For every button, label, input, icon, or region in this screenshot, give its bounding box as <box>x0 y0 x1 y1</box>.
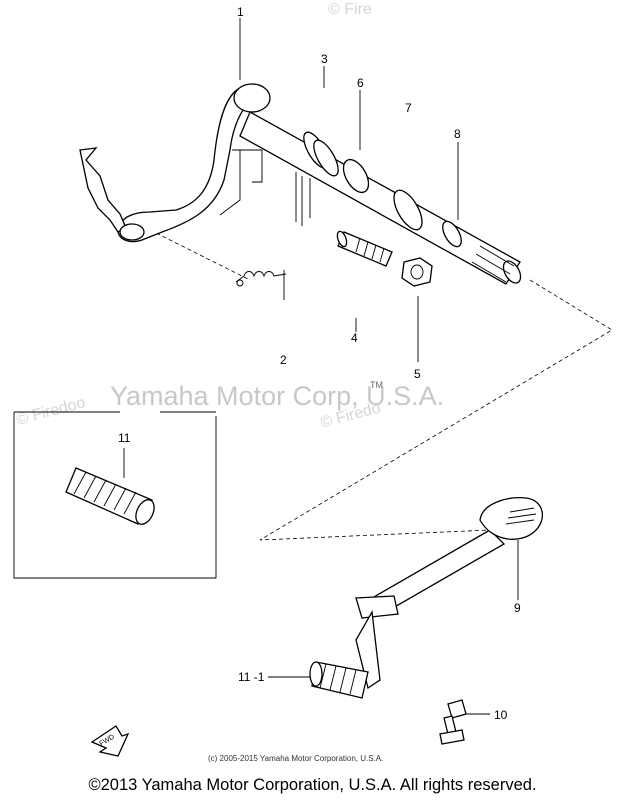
callout-11-1: 11 -1 <box>238 670 265 684</box>
callout-9: 9 <box>514 601 521 615</box>
connection-lines <box>149 229 613 541</box>
inner-copyright: (c) 2005-2015 Yamaha Motor Corporation, … <box>208 754 383 763</box>
callout-1: 1 <box>237 5 244 19</box>
copyright-footer: ©2013 Yamaha Motor Corporation, U.S.A. A… <box>88 776 537 794</box>
leader-lines <box>123 18 519 715</box>
callout-8: 8 <box>454 127 461 141</box>
fwd-arrow-icon: FWD <box>90 725 130 757</box>
shift-shaft-arm <box>79 83 271 243</box>
watermark-top-right: © Fire <box>328 1 372 18</box>
watermark-left: © Firedoo <box>15 394 88 429</box>
return-spring <box>235 271 287 287</box>
shift-shaft <box>239 111 522 285</box>
nut <box>401 257 433 287</box>
trademark-mark: TM <box>370 380 383 390</box>
inset-box <box>13 411 217 579</box>
callout-3: 3 <box>321 52 328 66</box>
pedal-rubber <box>309 661 369 699</box>
footpeg-rubber <box>65 467 155 525</box>
shift-pedal <box>355 497 544 690</box>
callout-4: 4 <box>351 331 358 345</box>
callout-10: 10 <box>494 708 508 722</box>
callout-11: 11 <box>118 431 131 445</box>
callout-5: 5 <box>414 367 421 381</box>
callout-7: 7 <box>405 101 412 115</box>
pivot-bolt <box>439 699 467 745</box>
stopper-bolt <box>336 230 393 267</box>
callout-2: 2 <box>280 353 287 367</box>
watermark-center: Yamaha Motor Corp, U.S.A. <box>110 381 444 411</box>
callout-6: 6 <box>357 76 364 90</box>
